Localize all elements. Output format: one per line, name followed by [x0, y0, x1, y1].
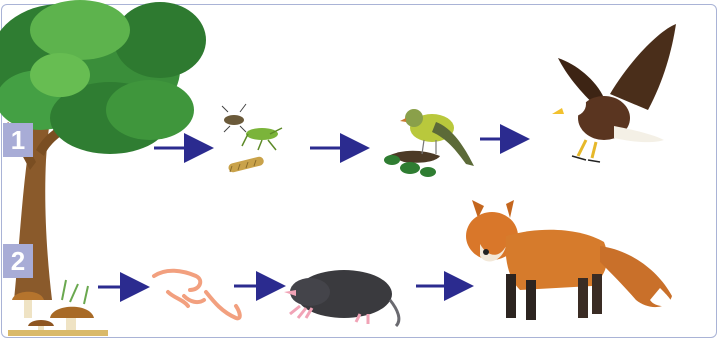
fox	[466, 200, 672, 320]
insects	[222, 104, 282, 173]
bird	[384, 109, 474, 177]
worms	[154, 271, 240, 319]
arrows-chain-2	[98, 286, 468, 287]
mole	[284, 270, 399, 326]
eagle	[552, 24, 676, 162]
arrows-chain-1	[154, 139, 524, 148]
chain-label-1: 1	[3, 123, 33, 157]
chain-label-2: 2	[3, 244, 33, 278]
